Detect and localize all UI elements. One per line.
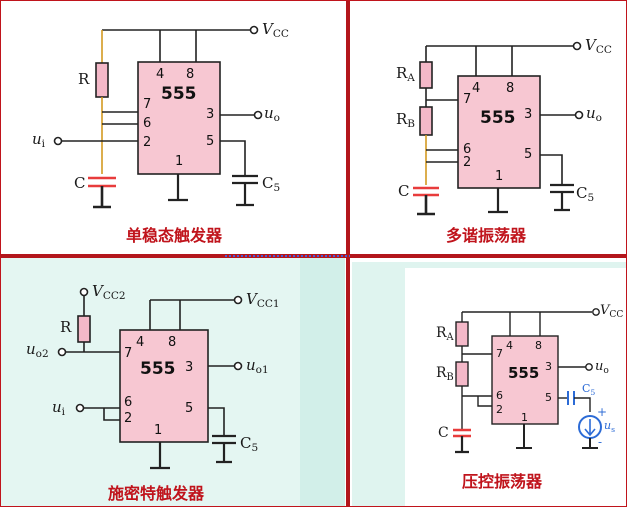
pin-label: 1 (521, 411, 528, 424)
c5-label: C5 (576, 184, 595, 204)
pin-label: 4 (506, 339, 513, 352)
caption-vco: 压控振荡器 (462, 472, 543, 491)
chip-label-astable: 555 (480, 108, 516, 128)
c5-label: C5 (240, 434, 259, 454)
vcc-label: VCC (585, 36, 612, 56)
output-label: uo (264, 104, 280, 124)
resistor-r-schmitt (77, 315, 91, 343)
vcc2-label: VCC2 (92, 282, 126, 302)
input-label: ui (52, 398, 66, 418)
capacitor-label: C (438, 425, 449, 441)
schmitt-circuit (57, 287, 243, 470)
output-label: uo (586, 104, 602, 124)
chip-555-monostable (137, 61, 221, 175)
pin-label: 2 (496, 403, 503, 416)
capacitor-label: C (398, 182, 410, 200)
source-minus: - (598, 435, 603, 449)
pin-label: 7 (143, 97, 152, 112)
resistor-label: R (60, 318, 72, 336)
rb-label: RB (396, 110, 416, 130)
pin-label: 6 (124, 395, 133, 410)
pin-label: 1 (495, 169, 504, 184)
pin-label: 3 (185, 360, 194, 375)
c5-label: C5 (582, 382, 596, 397)
chip-label-vco: 555 (508, 364, 540, 382)
ra-label: RA (396, 64, 415, 84)
chip-label-schmitt: 555 (140, 359, 176, 379)
pin-label: 7 (496, 347, 503, 360)
pin-label: 2 (124, 411, 133, 426)
pin-label: 3 (524, 107, 533, 122)
resistor-r (95, 62, 109, 98)
resistor-ra-vco (455, 321, 469, 347)
pin-label: 2 (463, 155, 472, 170)
pin-label: 6 (143, 116, 152, 131)
vcc-label: VCC (262, 20, 289, 40)
chip-label-monostable: 555 (161, 84, 197, 104)
pin-label: 8 (168, 335, 177, 350)
resistor-ra (419, 61, 433, 89)
pin-label: 1 (175, 154, 184, 169)
pin-label: 6 (463, 142, 472, 157)
pin-label: 3 (545, 360, 552, 373)
resistor-label: R (78, 70, 90, 88)
pin-label: 4 (156, 67, 165, 82)
caption-astable: 多谐振荡器 (446, 226, 527, 245)
pin-label: 6 (496, 389, 503, 402)
caption-monostable: 单稳态触发器 (126, 226, 223, 245)
panel-tint-schmitt-edge (300, 258, 345, 507)
output-label: uo (595, 359, 609, 376)
pin-label: 2 (143, 135, 152, 150)
pin-label: 5 (524, 147, 533, 162)
resistor-rb (419, 106, 433, 136)
pin-label: 8 (506, 81, 515, 96)
vco-circuit (453, 308, 602, 454)
pin-label: 3 (206, 107, 215, 122)
pin-label: 1 (154, 423, 163, 438)
source-label: us (604, 419, 616, 434)
pin-label: 7 (124, 346, 133, 361)
wire-pin5 (220, 140, 246, 176)
chip-555-astable (457, 75, 541, 189)
pin-label: 5 (545, 391, 552, 404)
rb-label: RB (436, 365, 454, 383)
monostable-circuit (53, 25, 263, 209)
pin-label: 8 (535, 339, 542, 352)
vcc-label: VCC (600, 303, 624, 320)
ra-label: RA (436, 325, 454, 343)
c5-label: C5 (262, 174, 281, 194)
astable-circuit (413, 41, 584, 216)
input-label: ui (32, 130, 46, 150)
pin-label: 5 (206, 134, 215, 149)
pin-label: 4 (136, 335, 145, 350)
pin-label: 5 (185, 401, 194, 416)
output2-label: uo2 (26, 340, 49, 360)
pin-label: 4 (472, 81, 481, 96)
chip-555-schmitt (119, 329, 209, 443)
vcc1-label: VCC1 (246, 290, 280, 310)
pin-label: 8 (186, 67, 195, 82)
resistor-rb-vco (455, 361, 469, 387)
output1-label: uo1 (246, 356, 269, 376)
source-plus: + (597, 405, 608, 419)
caption-schmitt: 施密特触发器 (108, 484, 205, 503)
pin-label: 7 (463, 92, 472, 107)
capacitor-label: C (74, 174, 86, 192)
chip-555-vco (491, 335, 559, 425)
